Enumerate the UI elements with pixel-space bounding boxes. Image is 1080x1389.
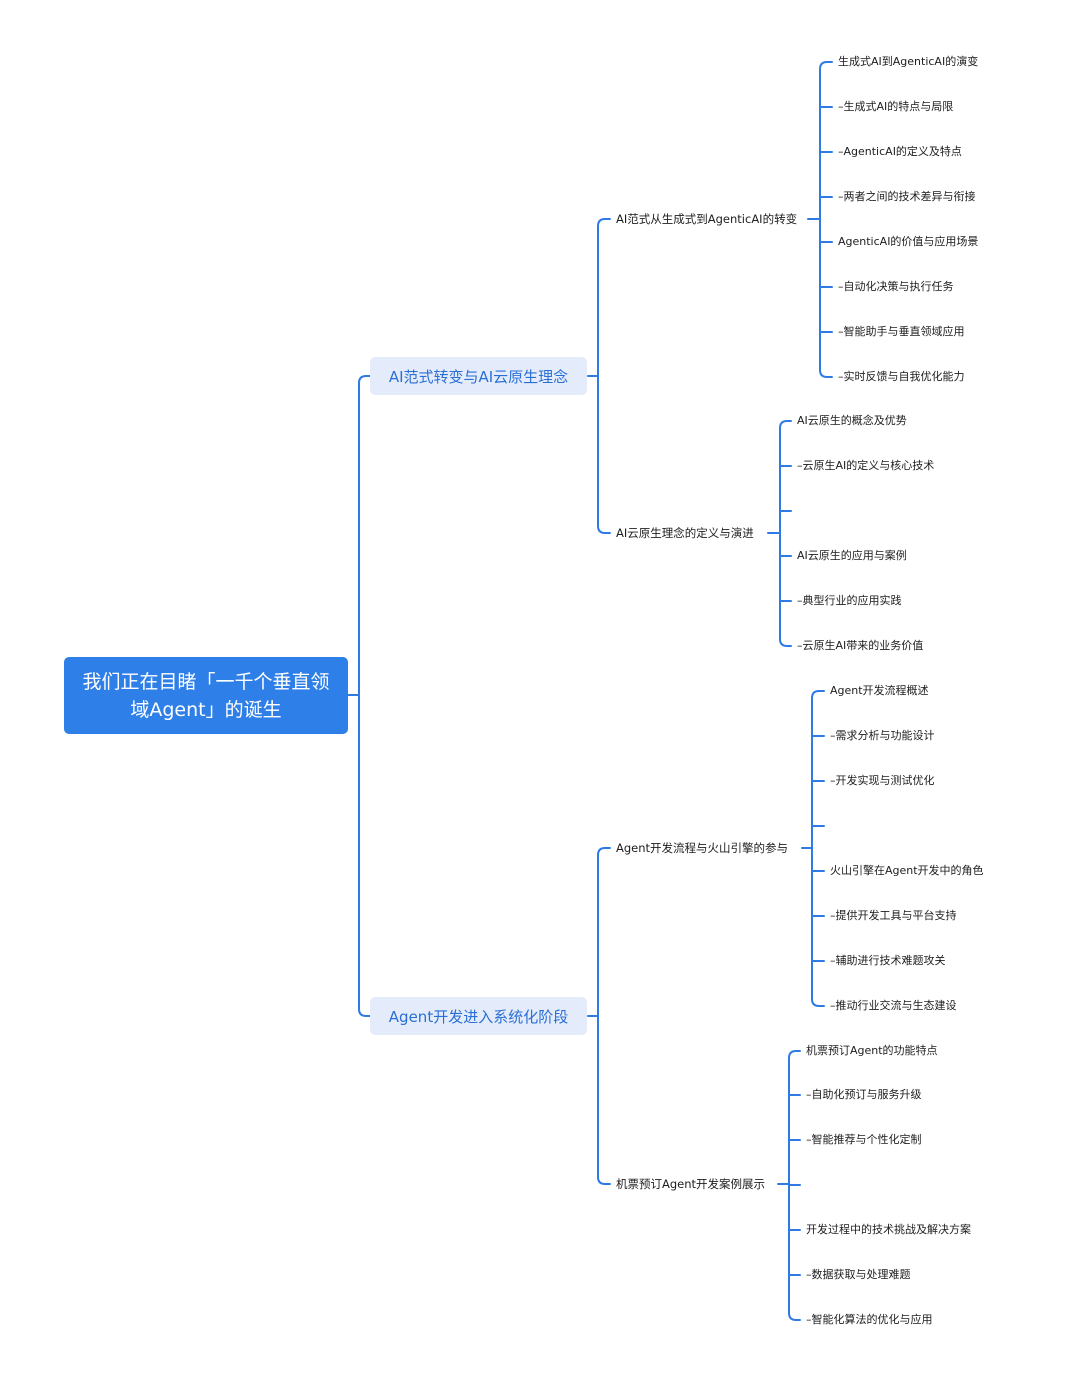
root-node[interactable]: 我们正在目睹「一千个垂直领域Agent」的诞生 [64, 657, 348, 734]
root-connector-spine [358, 375, 371, 1017]
group2-connector-spine [811, 690, 825, 1007]
leaf-item[interactable]: –需求分析与功能设计 [830, 729, 935, 742]
subtopic-genai-to-agentic[interactable]: AI范式从生成式到AgenticAI的转变 [616, 212, 798, 226]
leaf-item[interactable]: 开发过程中的技术挑战及解决方案 [806, 1223, 971, 1236]
leaf-item[interactable]: –实时反馈与自我优化能力 [838, 370, 965, 383]
subtopic-flight-booking-case[interactable]: 机票预订Agent开发案例展示 [616, 1177, 766, 1191]
leaf-item[interactable]: –数据获取与处理难题 [806, 1268, 911, 1281]
leaf-item[interactable]: 生成式AI到AgenticAI的演变 [838, 55, 979, 68]
leaf-item[interactable]: AI云原生的应用与案例 [797, 549, 907, 562]
leaf-item[interactable]: AI云原生的概念及优势 [797, 414, 907, 427]
leaf-item[interactable]: 火山引擎在Agent开发中的角色 [830, 864, 984, 877]
subtopic-ai-cloud-native[interactable]: AI云原生理念的定义与演进 [616, 526, 754, 540]
leaf-item[interactable]: –自动化决策与执行任务 [838, 280, 954, 293]
leaf-item[interactable]: –生成式AI的特点与局限 [838, 100, 954, 113]
leaf-item[interactable]: –辅助进行技术难题攻关 [830, 954, 946, 967]
leaf-item[interactable]: Agent开发流程概述 [830, 684, 929, 697]
root-title: 我们正在目睹「一千个垂直领域Agent」的诞生 [82, 670, 330, 721]
leaf-item[interactable]: –自助化预订与服务升级 [806, 1088, 922, 1101]
leaf-item[interactable]: –典型行业的应用实践 [797, 594, 902, 607]
leaf-item[interactable]: AgenticAI的价值与应用场景 [838, 235, 979, 248]
leaf-item[interactable]: –智能助手与垂直领域应用 [838, 325, 965, 338]
group1-connector-spine [779, 420, 792, 647]
group0-connector-spine [819, 61, 833, 378]
leaf-item[interactable]: 机票预订Agent的功能特点 [806, 1044, 938, 1057]
leaf-item[interactable]: –云原生AI的定义与核心技术 [797, 459, 935, 472]
branch0-connector-spine [597, 218, 611, 534]
leaf-item[interactable]: –开发实现与测试优化 [830, 774, 935, 787]
subtopic-agent-dev-process[interactable]: Agent开发流程与火山引擎的参与 [616, 841, 789, 855]
leaf-item[interactable]: –智能化算法的优化与应用 [806, 1313, 933, 1326]
branch-agent-development[interactable]: Agent开发进入系统化阶段 [370, 997, 587, 1035]
leaf-item[interactable]: –云原生AI带来的业务价值 [797, 639, 924, 652]
branch-label: AI范式转变与AI云原生理念 [388, 367, 569, 386]
branch1-connector-spine [597, 847, 611, 1185]
leaf-item[interactable]: –两者之间的技术差异与衔接 [838, 190, 976, 203]
leaf-item[interactable]: –推动行业交流与生态建设 [830, 999, 957, 1012]
branch-ai-paradigm[interactable]: AI范式转变与AI云原生理念 [370, 357, 587, 395]
branch-label: Agent开发进入系统化阶段 [388, 1007, 569, 1026]
leaf-item[interactable]: –智能推荐与个性化定制 [806, 1133, 922, 1146]
leaf-item[interactable]: –提供开发工具与平台支持 [830, 909, 957, 922]
leaf-item[interactable]: –AgenticAI的定义及特点 [838, 145, 962, 158]
